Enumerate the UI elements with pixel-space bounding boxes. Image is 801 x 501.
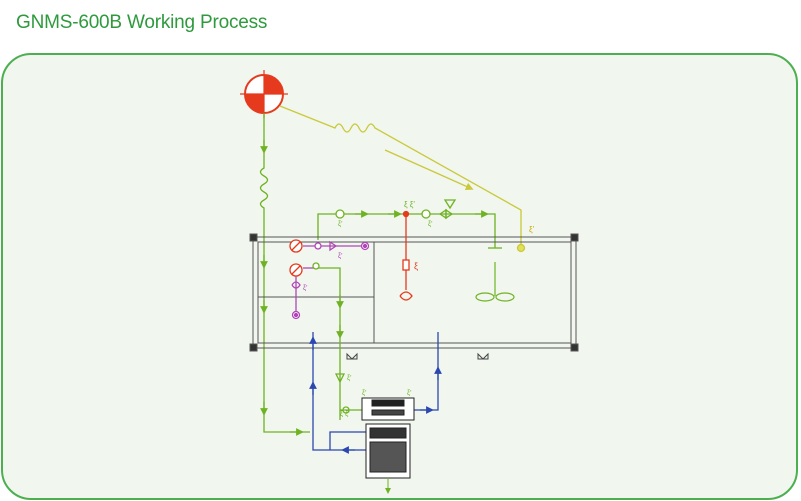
- valve-c-label: ξ': [428, 221, 432, 228]
- valve-f-label: ξ': [347, 375, 351, 382]
- blue-return-lines: [309, 332, 442, 454]
- green-main-line: [259, 113, 310, 436]
- fan-icon: [475, 262, 515, 302]
- heater-line: [399, 210, 413, 301]
- yellow-supply-line: [279, 105, 526, 253]
- gas-source-icon: [240, 70, 288, 118]
- pressure-gauge-icon: [289, 239, 303, 277]
- valve-i-label: ξ ξ': [340, 411, 350, 418]
- page-title: GNMS-600B Working Process: [16, 12, 268, 33]
- valve-b-label: ξ': [338, 221, 342, 228]
- cabinet-frame: [249, 233, 579, 352]
- valve-d-label: ξ': [338, 253, 342, 260]
- purple-sample-branch: [291, 240, 370, 320]
- valve-g-label: ξ': [362, 390, 366, 397]
- valve-a-label: ξ ξ': [404, 200, 415, 209]
- vent-icon: [346, 352, 489, 360]
- valve-e-label: ξ': [303, 285, 307, 292]
- heater-label: ξ: [414, 261, 418, 271]
- valve-h-label: ξ': [407, 390, 411, 397]
- analyzer-unit-icon: [361, 397, 415, 494]
- green-inner-line: [312, 262, 362, 420]
- valve-j-label: ξ': [529, 225, 535, 234]
